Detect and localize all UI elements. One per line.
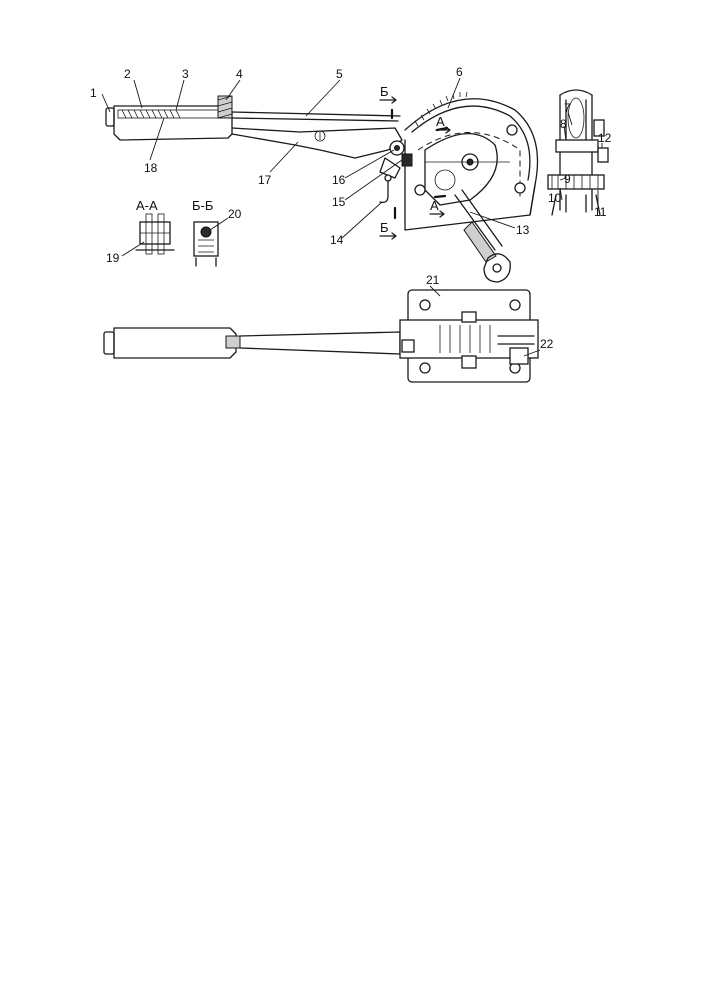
sector-assembly xyxy=(379,91,539,283)
cable-eye xyxy=(483,253,511,283)
callout-19: 19 xyxy=(106,251,120,265)
callout-8: 8 xyxy=(560,117,567,131)
callout-21: 21 xyxy=(426,273,440,287)
callout-18: 18 xyxy=(144,161,158,175)
callout-22: 22 xyxy=(540,337,554,351)
end-view xyxy=(547,89,609,216)
callout-14: 14 xyxy=(330,233,344,247)
callout-7: 7 xyxy=(564,101,571,115)
section-mark-b-bottom: Б xyxy=(380,220,389,235)
callout-9: 9 xyxy=(564,172,571,186)
nut xyxy=(593,119,605,137)
spring-hook xyxy=(379,179,389,204)
callout-12: 12 xyxy=(598,131,612,145)
callout-5: 5 xyxy=(336,67,343,81)
lever-side-view xyxy=(105,95,403,159)
section-mark-b-top: Б xyxy=(380,84,389,99)
callout-4: 4 xyxy=(236,67,243,81)
callout-11: 11 xyxy=(594,205,607,219)
plan-handle xyxy=(113,327,237,359)
callout-10: 10 xyxy=(548,191,562,205)
cable-rod xyxy=(454,194,496,251)
cable-fitting xyxy=(509,347,529,365)
handle-insert xyxy=(217,95,233,119)
section-bb xyxy=(193,221,219,267)
mounting-bracket xyxy=(404,139,536,231)
release-button xyxy=(105,107,115,127)
lower-axle xyxy=(547,174,605,190)
callout-3: 3 xyxy=(182,67,189,81)
section-mark-a-top: А xyxy=(436,114,445,129)
plan-lever-arm xyxy=(239,331,401,355)
leader-lines xyxy=(101,77,603,357)
callout-labels: 1 2 3 4 5 6 7 8 9 10 11 12 13 14 15 16 1… xyxy=(90,65,612,351)
handle-hatching xyxy=(117,109,229,119)
callout-2: 2 xyxy=(124,67,131,81)
callout-17: 17 xyxy=(258,173,272,187)
handle-grip xyxy=(113,105,233,141)
pawl xyxy=(401,153,413,167)
toothed-sector xyxy=(404,98,539,216)
section-aa xyxy=(135,213,175,255)
pawl-plate xyxy=(424,133,498,206)
callout-1: 1 xyxy=(90,86,97,100)
section-title-bb: Б-Б xyxy=(192,198,213,213)
plan-view xyxy=(103,289,539,383)
plate-bolt xyxy=(419,299,431,311)
callout-6: 6 xyxy=(456,65,463,79)
release-rod xyxy=(231,111,401,117)
callout-13: 13 xyxy=(516,223,530,237)
lever-body xyxy=(231,127,403,159)
callout-15: 15 xyxy=(332,195,346,209)
callout-20: 20 xyxy=(228,207,242,221)
bracket-bolt xyxy=(414,184,426,196)
pivot-sleeve xyxy=(555,139,599,153)
plan-release-button xyxy=(103,331,115,355)
section-title-aa: А-А xyxy=(136,198,158,213)
sector-edge xyxy=(567,97,585,139)
section-mark-a-bottom: А xyxy=(430,198,439,213)
callout-16: 16 xyxy=(332,173,346,187)
section-marks: Б Б А А А-А Б-Б xyxy=(136,84,445,235)
